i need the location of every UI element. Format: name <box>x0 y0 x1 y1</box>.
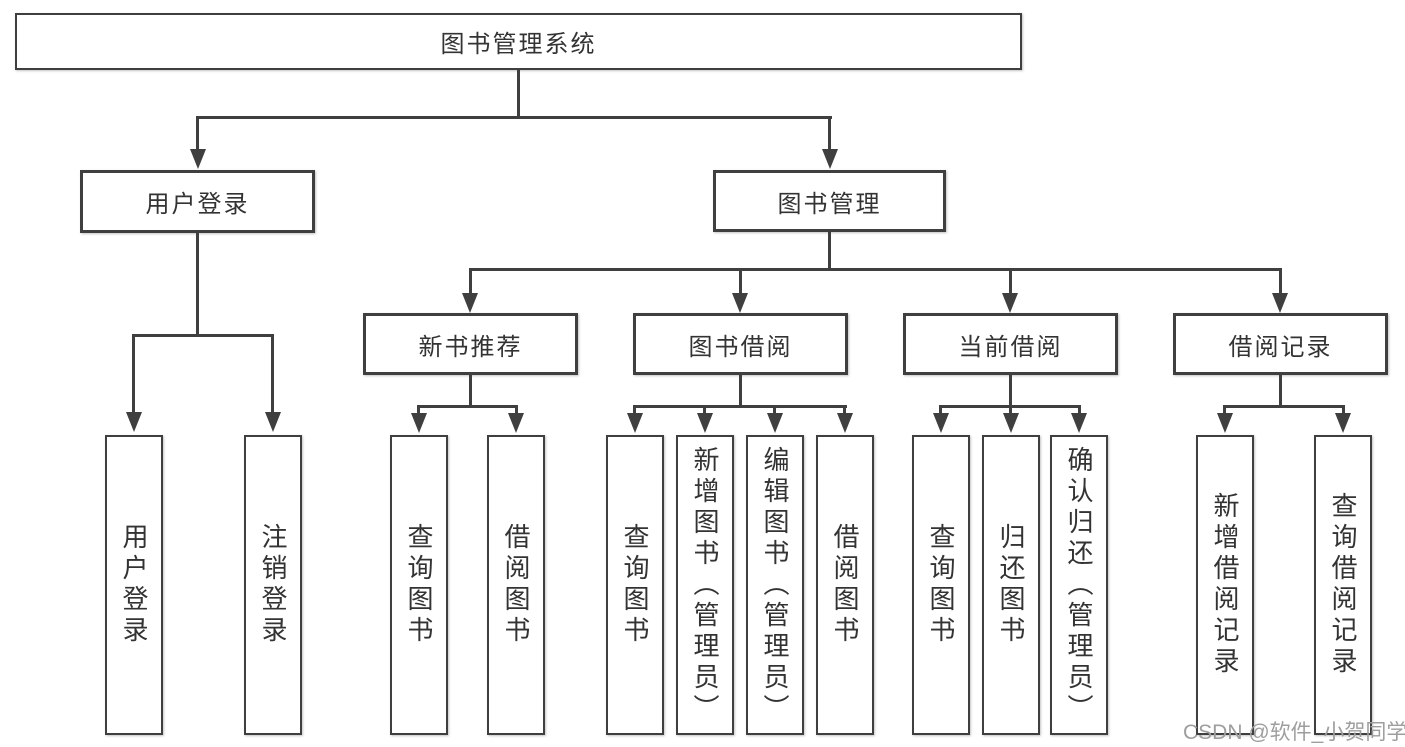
connector-line <box>633 405 847 408</box>
arrow-down-icon <box>697 413 713 433</box>
node-borrow-records-label: 借阅记录 <box>1228 333 1333 361</box>
connector-line <box>132 334 135 412</box>
connector-line <box>417 405 420 415</box>
leaf-return-book-label: 归还图书 <box>996 523 1026 647</box>
connector-line <box>939 405 942 415</box>
arrow-down-icon <box>732 293 748 313</box>
connector-line <box>1078 405 1081 415</box>
connector-line <box>196 116 199 150</box>
arrow-down-icon <box>933 413 949 433</box>
arrow-down-icon <box>627 413 643 433</box>
arrow-down-icon <box>1071 413 1087 433</box>
connector-line <box>469 268 472 294</box>
arrow-down-icon <box>126 412 142 432</box>
arrow-down-icon <box>767 413 783 433</box>
arrow-down-icon <box>190 149 206 169</box>
arrow-down-icon <box>462 293 478 313</box>
leaf-user-login-label: 用户登录 <box>119 523 149 647</box>
node-new-book-recommend: 新书推荐 <box>363 313 578 375</box>
connector-line <box>196 116 832 119</box>
arrow-down-icon <box>265 412 281 432</box>
connector-line <box>196 232 199 336</box>
leaf-add-book-admin: 新增图书（管理员） <box>676 435 734 735</box>
leaf-borrow-books: 借阅图书 <box>816 435 874 735</box>
arrow-down-icon <box>822 149 838 169</box>
connector-line <box>469 268 1282 271</box>
leaf-edit-book-admin-label: 编辑图书（管理员） <box>760 445 790 725</box>
connector-line <box>773 405 776 415</box>
leaf-query-books-current-label: 查询图书 <box>926 523 956 647</box>
leaf-return-book: 归还图书 <box>982 435 1040 735</box>
leaf-borrow-books-recommend: 借阅图书 <box>487 435 545 735</box>
connector-line <box>515 405 518 415</box>
node-book-management-label: 图书管理 <box>777 190 882 218</box>
connector-line <box>633 405 636 415</box>
connector-line <box>703 405 706 415</box>
connector-line <box>1223 405 1226 415</box>
leaf-confirm-return-admin-label: 确认归还（管理员） <box>1064 445 1094 725</box>
connector-line <box>132 334 274 337</box>
leaf-logout-label: 注销登录 <box>258 523 288 647</box>
connector-line <box>417 405 518 408</box>
connector-line <box>739 375 742 407</box>
arrow-down-icon <box>411 413 427 433</box>
leaf-query-books-borrow: 查询图书 <box>606 435 664 735</box>
leaf-add-borrow-record: 新增借阅记录 <box>1196 435 1254 735</box>
arrow-down-icon <box>1272 293 1288 313</box>
connector-line <box>1009 405 1012 415</box>
connector-line <box>739 268 742 294</box>
arrow-down-icon <box>1217 413 1233 433</box>
connector-line <box>1009 268 1012 294</box>
node-root-label: 图书管理系统 <box>440 31 597 58</box>
connector-line <box>828 232 831 270</box>
arrow-down-icon <box>1002 293 1018 313</box>
leaf-borrow-books-recommend-label: 借阅图书 <box>501 523 531 647</box>
connector-line <box>1279 375 1282 407</box>
connector-line <box>1223 405 1345 408</box>
arrow-down-icon <box>837 413 853 433</box>
arrow-down-icon <box>508 413 524 433</box>
csdn-watermark: CSDN @软件_小贺同学 <box>1183 721 1405 744</box>
node-root: 图书管理系统 <box>15 13 1022 70</box>
leaf-query-books-current: 查询图书 <box>912 435 970 735</box>
connector-line <box>1279 268 1282 294</box>
connector-line <box>843 405 846 415</box>
arrow-down-icon <box>1335 413 1351 433</box>
connector-line <box>469 375 472 407</box>
leaf-query-books-recommend-label: 查询图书 <box>404 523 434 647</box>
connector-line <box>271 334 274 412</box>
connector-line <box>828 116 831 150</box>
leaf-user-login: 用户登录 <box>105 435 163 735</box>
leaf-logout: 注销登录 <box>244 435 302 735</box>
connector-line <box>1342 405 1345 415</box>
leaf-add-book-admin-label: 新增图书（管理员） <box>690 445 720 725</box>
node-new-book-recommend-label: 新书推荐 <box>418 333 523 361</box>
node-current-borrow-label: 当前借阅 <box>958 333 1063 361</box>
node-book-management: 图书管理 <box>713 170 946 232</box>
node-book-borrow-label: 图书借阅 <box>688 333 793 361</box>
leaf-borrow-books-label: 借阅图书 <box>830 523 860 647</box>
node-user-login-label: 用户登录 <box>145 191 250 218</box>
connector-line <box>1009 375 1012 407</box>
leaf-confirm-return-admin: 确认归还（管理员） <box>1050 435 1108 735</box>
leaf-add-borrow-record-label: 新增借阅记录 <box>1210 492 1240 678</box>
node-current-borrow: 当前借阅 <box>903 313 1118 375</box>
connector-line <box>517 70 520 118</box>
node-borrow-records: 借阅记录 <box>1173 313 1388 375</box>
node-user-login: 用户登录 <box>80 170 315 233</box>
arrow-down-icon <box>1003 413 1019 433</box>
leaf-query-books-recommend: 查询图书 <box>390 435 448 735</box>
leaf-edit-book-admin: 编辑图书（管理员） <box>746 435 804 735</box>
leaf-query-books-borrow-label: 查询图书 <box>620 523 650 647</box>
node-book-borrow: 图书借阅 <box>633 313 848 375</box>
leaf-query-borrow-record: 查询借阅记录 <box>1314 435 1372 735</box>
leaf-query-borrow-record-label: 查询借阅记录 <box>1328 492 1358 678</box>
